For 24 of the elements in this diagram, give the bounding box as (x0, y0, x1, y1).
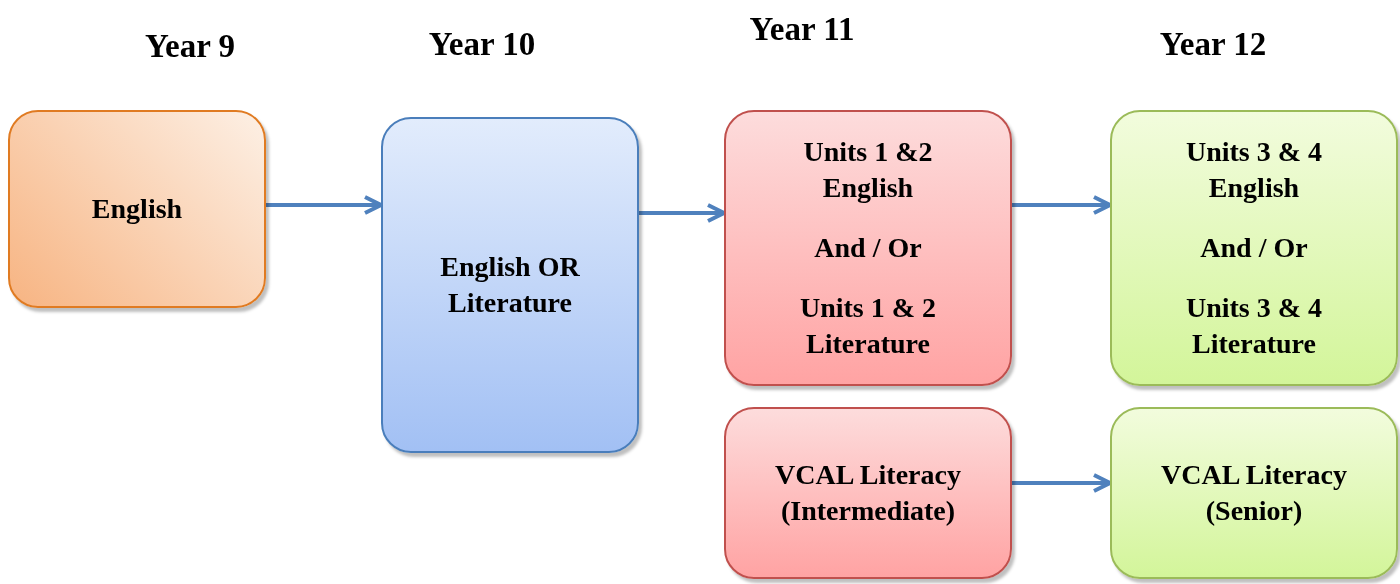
rounded-box (724, 407, 1012, 579)
year-heading: Year 12 (1159, 26, 1267, 63)
box-text: Units 1 & 2 Literature (798, 291, 938, 361)
year-heading: Year 10 (428, 26, 536, 63)
rounded-box (1110, 110, 1398, 386)
box-text: And / Or (1200, 231, 1308, 265)
arrow (266, 195, 383, 215)
year-heading: Year 9 (144, 28, 236, 65)
box-text: Units 3 & 4 Literature (1184, 291, 1324, 361)
box-text: Units 3 & 4 English (1184, 135, 1324, 205)
box-text: English (91, 192, 183, 226)
box-text: VCAL Literacy (Intermediate) (774, 458, 962, 528)
box-text: VCAL Literacy (Senior) (1160, 458, 1348, 528)
rounded-box (381, 117, 639, 453)
rounded-box (724, 110, 1012, 386)
arrow (1012, 195, 1112, 215)
arrow (1012, 473, 1112, 493)
rounded-box (1110, 407, 1398, 579)
box-text: English OR Literature (439, 250, 581, 320)
arrow (639, 203, 726, 223)
box-text: And / Or (814, 231, 922, 265)
year-heading: Year 11 (749, 11, 855, 48)
rounded-box (8, 110, 266, 308)
box-text: Units 1 &2 English (802, 135, 934, 205)
